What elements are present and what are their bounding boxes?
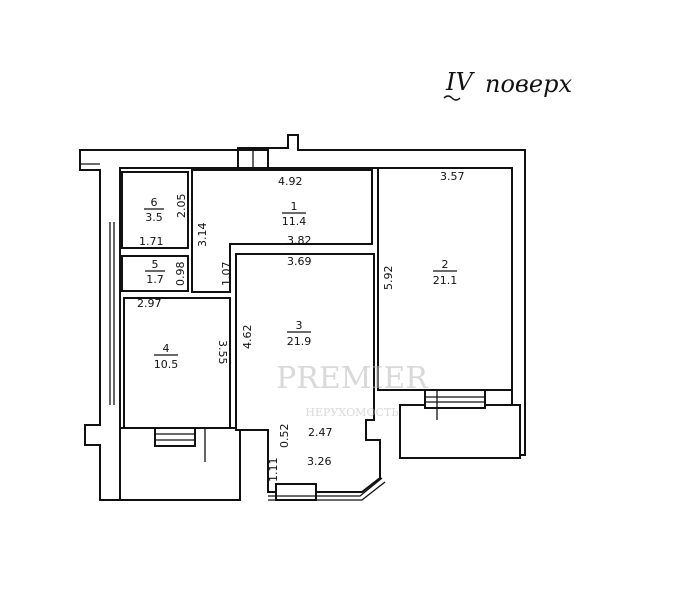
room-5-area: 1.7 bbox=[146, 273, 164, 286]
room-3-number: 3 bbox=[296, 319, 303, 332]
room-6-area: 3.5 bbox=[145, 211, 163, 224]
window-room-3 bbox=[275, 483, 317, 501]
balconies bbox=[119, 380, 521, 501]
dimension: 2.05 bbox=[175, 194, 188, 219]
window-room-2 bbox=[424, 389, 486, 409]
dimension: 4.62 bbox=[241, 325, 254, 350]
rooms bbox=[121, 167, 513, 501]
watermark-subtitle: НЕРУХОМОСТЬ bbox=[305, 406, 399, 419]
dimension: 0.98 bbox=[174, 262, 187, 287]
room-4 bbox=[123, 297, 231, 429]
dimension: 1.71 bbox=[139, 235, 164, 248]
dimension: 3.55 bbox=[216, 340, 229, 365]
dimensions: 4.92 3.57 2.05 3.14 1.71 3.82 3.69 0.98 … bbox=[137, 170, 465, 482]
watermark: PREMIER НЕРУХОМОСТЬ bbox=[276, 361, 429, 419]
floor-number: IV bbox=[445, 68, 475, 96]
dimension: 3.14 bbox=[196, 223, 209, 248]
floor-number-underline bbox=[443, 95, 461, 101]
floor-label: IV поверх bbox=[443, 68, 572, 101]
watermark-brand: PREMIER bbox=[276, 361, 429, 396]
floor-word: поверх bbox=[485, 70, 572, 98]
room-4-number: 4 bbox=[163, 342, 170, 355]
room-2-area: 21.1 bbox=[433, 274, 458, 287]
room-3 bbox=[235, 253, 381, 493]
room-2 bbox=[377, 167, 513, 391]
dimension: 3.69 bbox=[287, 255, 312, 268]
room-2-number: 2 bbox=[442, 258, 449, 271]
room-3-area: 21.9 bbox=[287, 335, 312, 348]
dimension: 3.26 bbox=[307, 455, 332, 468]
room-1 bbox=[191, 169, 373, 293]
dimension: 5.92 bbox=[382, 266, 395, 291]
room-1-number: 1 bbox=[291, 200, 298, 213]
room-4-area: 10.5 bbox=[154, 358, 179, 371]
room-6-number: 6 bbox=[151, 196, 158, 209]
dimension: 1.07 bbox=[220, 262, 233, 287]
room-5-number: 5 bbox=[152, 258, 159, 271]
dimension: 0.52 bbox=[278, 424, 291, 449]
room-5 bbox=[121, 255, 189, 292]
dimension: 3.57 bbox=[440, 170, 465, 183]
dimension: 4.92 bbox=[278, 175, 303, 188]
room-6 bbox=[121, 171, 189, 249]
room-1-area: 11.4 bbox=[282, 215, 307, 228]
room-labels: 1 11.4 2 21.1 3 21.9 4 10.5 5 1.7 6 3.5 bbox=[144, 196, 457, 371]
dimension: 2.97 bbox=[137, 297, 162, 310]
balcony-right bbox=[399, 404, 521, 459]
dimension: 2.47 bbox=[308, 426, 333, 439]
dimension: 1.11 bbox=[267, 458, 280, 483]
window-room-4 bbox=[154, 427, 196, 447]
dimension: 3.82 bbox=[287, 234, 312, 247]
